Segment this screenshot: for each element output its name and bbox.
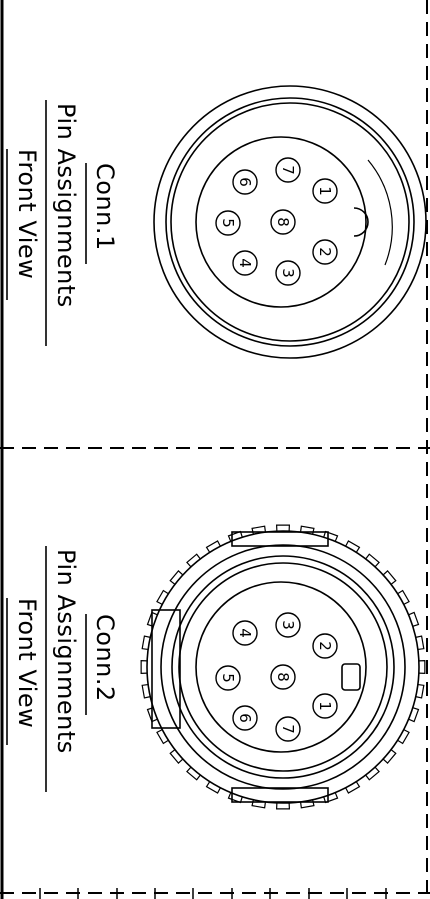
connector-2-key bbox=[341, 663, 361, 691]
connector2-pin-7: 7 bbox=[275, 716, 301, 742]
connector-1-inner-ring bbox=[170, 102, 410, 342]
connector1-pin-2: 2 bbox=[312, 239, 338, 265]
connector2-pin-label: 3 bbox=[279, 620, 297, 630]
connector1-pin-label: 5 bbox=[219, 218, 237, 228]
knurl-tooth bbox=[169, 570, 184, 585]
connector-1-pins: 1 2 3 4 5 6 7 8 bbox=[215, 157, 338, 286]
knurl-tooth bbox=[156, 589, 169, 605]
connector1-pin-label: 3 bbox=[279, 268, 297, 278]
connector1-pin-label: 4 bbox=[236, 258, 254, 268]
connector2-pin-2: 2 bbox=[312, 633, 338, 659]
knurl-tooth bbox=[141, 635, 151, 651]
knurl-tooth bbox=[275, 802, 291, 810]
connector2-pin-label: 4 bbox=[236, 628, 254, 638]
connector1-pin-label: 1 bbox=[316, 186, 334, 196]
connector2-pin-3: 3 bbox=[275, 612, 301, 638]
knurl-tooth bbox=[408, 707, 420, 723]
connector-1-insert-face bbox=[195, 136, 367, 308]
knurl-tooth bbox=[156, 729, 169, 745]
connector-2-ring-2 bbox=[171, 555, 395, 779]
connector-2-labels: Conn.2 Pin Assignments Front View bbox=[6, 546, 119, 792]
knurl-tooth bbox=[146, 611, 158, 627]
connector-2-insert-face bbox=[195, 581, 367, 753]
knurl-tooth bbox=[186, 553, 201, 568]
connector-2-pins: 1 2 3 4 5 6 7 8 bbox=[215, 612, 338, 742]
connector2-pin-6: 6 bbox=[232, 705, 258, 731]
connector-1-drawing: 1 2 3 4 5 6 7 8 bbox=[153, 85, 427, 359]
connector1-pin-label: 8 bbox=[274, 217, 292, 227]
connector1-pin-1: 1 bbox=[312, 178, 338, 204]
connector1-pin-7: 7 bbox=[275, 157, 301, 183]
connector1-pin-label: 6 bbox=[236, 177, 254, 187]
knurl-tooth bbox=[415, 635, 425, 651]
connector-1-key-notch bbox=[353, 207, 369, 237]
knurl-tooth bbox=[365, 766, 380, 781]
knurl-tooth bbox=[186, 766, 201, 781]
connector-1-title: Conn.1 bbox=[91, 163, 119, 251]
knurl-tooth bbox=[408, 611, 420, 627]
connector2-pin-label: 5 bbox=[219, 673, 237, 683]
connector-1-outer-ring bbox=[153, 85, 427, 359]
connector1-pin-8: 8 bbox=[270, 209, 296, 235]
connector1-pin-6: 6 bbox=[232, 169, 258, 195]
bottom-tick-marks bbox=[39, 888, 387, 899]
connector2-pin-4: 4 bbox=[232, 620, 258, 646]
connector-2-ring-1 bbox=[160, 544, 406, 790]
connector-1-mid-ring bbox=[165, 97, 415, 347]
knurl-tooth bbox=[345, 540, 361, 553]
knurl-tooth bbox=[382, 570, 397, 585]
knurl-tooth bbox=[205, 540, 221, 553]
knurl-tooth bbox=[141, 683, 151, 699]
connector-2-flat-bottom bbox=[231, 787, 329, 803]
knurl-tooth bbox=[205, 781, 221, 794]
knurl-tooth bbox=[140, 659, 148, 675]
connector2-pin-label: 8 bbox=[274, 672, 292, 682]
knurl-tooth bbox=[323, 530, 339, 542]
knurl-tooth bbox=[227, 530, 243, 542]
connector2-pin-5: 5 bbox=[215, 665, 241, 691]
connector2-pin-label: 6 bbox=[236, 713, 254, 723]
knurl-tooth bbox=[382, 749, 397, 764]
connector-1-view: Front View bbox=[13, 149, 41, 279]
connector1-pin-4: 4 bbox=[232, 250, 258, 276]
knurl-tooth bbox=[418, 659, 426, 675]
knurl-tooth bbox=[365, 553, 380, 568]
connector2-pin-label: 1 bbox=[316, 701, 334, 711]
knurl-tooth bbox=[345, 781, 361, 794]
connector-2-flat-left bbox=[151, 609, 181, 729]
knurl-tooth bbox=[397, 729, 410, 745]
knurl-tooth bbox=[415, 683, 425, 699]
knurl-tooth bbox=[275, 524, 291, 532]
connector2-pin-1: 1 bbox=[312, 693, 338, 719]
connector-2-subtitle: Pin Assignments bbox=[52, 549, 80, 754]
connector1-pin-3: 3 bbox=[275, 260, 301, 286]
connector-1-labels: Conn.1 Pin Assignments Front View bbox=[6, 100, 119, 346]
connector2-pin-8: 8 bbox=[270, 664, 296, 690]
connector1-pin-label: 7 bbox=[279, 165, 297, 175]
connector1-pin-label: 2 bbox=[316, 247, 334, 257]
knurl-tooth bbox=[227, 792, 243, 804]
connector-1-subtitle: Pin Assignments bbox=[52, 103, 80, 308]
knurl-tooth bbox=[323, 792, 339, 804]
knurl-tooth bbox=[169, 749, 184, 764]
connector2-pin-label: 2 bbox=[316, 641, 334, 651]
connector2-pin-label: 7 bbox=[279, 724, 297, 734]
connector-2-flat-top bbox=[231, 531, 329, 547]
connector-2-title: Conn.2 bbox=[91, 614, 119, 702]
connector1-pin-5: 5 bbox=[215, 210, 241, 236]
knurl-tooth bbox=[397, 589, 410, 605]
connector-1-keyway-arc bbox=[367, 159, 393, 266]
connector-2-ring-3 bbox=[178, 562, 388, 772]
connector-2-drawing: 1 2 3 4 5 6 7 8 bbox=[140, 524, 426, 810]
connector-2-view: Front View bbox=[13, 598, 41, 728]
knurl-tooth bbox=[146, 707, 158, 723]
connector-2-outer-ring bbox=[146, 530, 420, 804]
